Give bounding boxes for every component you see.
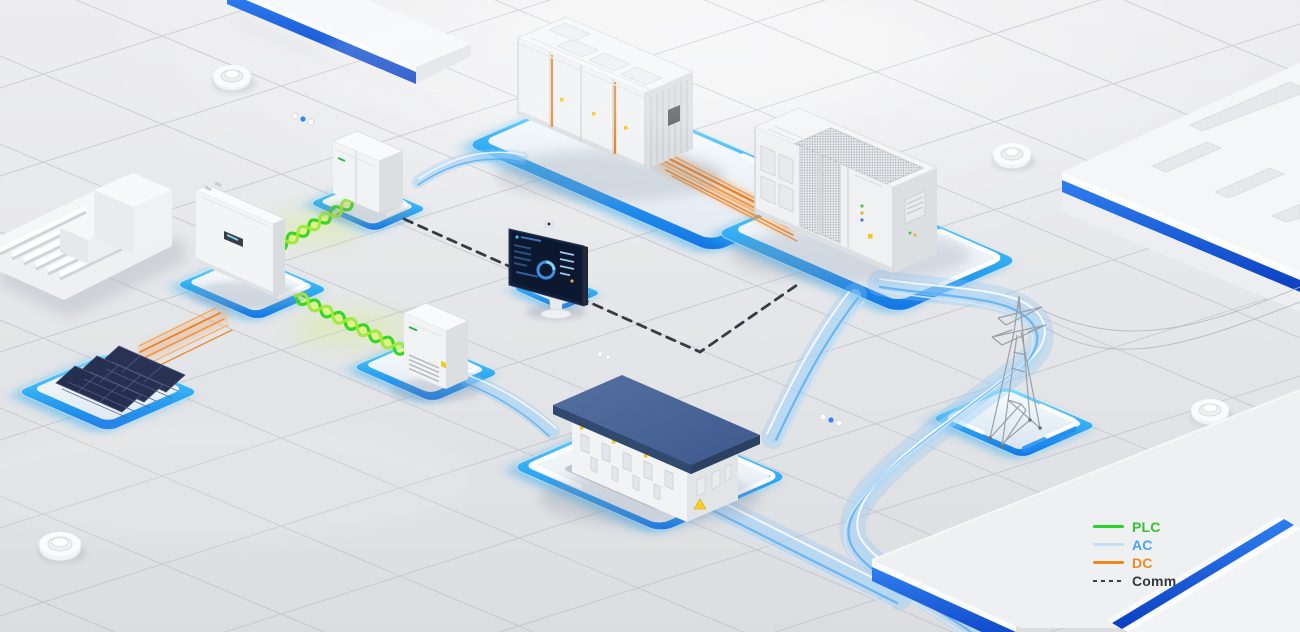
slab-top-right (1062, 63, 1300, 312)
pcs-container (730, 107, 970, 283)
disc-right-top (992, 143, 1036, 171)
legend-item-plc: PLC (1093, 518, 1176, 535)
legend-line-plc (1093, 525, 1124, 528)
legend-line-comm (1093, 579, 1124, 582)
ac-ribbon-box1-to-battery (411, 148, 529, 189)
building-roof (553, 375, 760, 474)
dc-flow-solar-to-inverter (138, 307, 233, 367)
light-blob-left (0, 420, 470, 540)
disc-bottom-left (38, 532, 86, 563)
legend-item-ac: AC (1093, 536, 1176, 553)
distribution-cabinet (391, 302, 481, 402)
stepped-structure (0, 173, 185, 318)
monitor-ui (513, 235, 575, 283)
legend-line-dc (1093, 561, 1124, 564)
legend-label-comm: Comm (1132, 572, 1177, 589)
pcs-end-vent (904, 190, 926, 237)
solar-row (55, 345, 186, 413)
legend-label-plc: PLC (1132, 518, 1161, 535)
slab-grooves (1150, 81, 1300, 223)
tower-wires (1041, 286, 1300, 350)
legend-item-dc: DC (1093, 554, 1176, 571)
ac-ribbon-pcs-to-building (761, 283, 867, 449)
transformer-cabinet (321, 130, 411, 224)
string-inverter (190, 181, 300, 309)
dots-cluster-2 (819, 413, 843, 427)
transmission-tower (988, 286, 1300, 448)
warning-triangle (693, 498, 707, 510)
building-windows-right (696, 463, 732, 497)
dots-cluster-1 (291, 112, 315, 126)
comm-line (402, 217, 799, 354)
legend-label-ac: AC (1132, 536, 1153, 553)
legend-label-dc: DC (1132, 554, 1153, 571)
building-windows-front (580, 433, 674, 501)
disc-top-left (212, 65, 256, 93)
ac-ribbon-box2-to-building (460, 372, 560, 440)
light-blob-top (320, 0, 960, 130)
substation-building (540, 375, 760, 526)
legend-item-comm: Comm (1093, 572, 1177, 589)
pcs-right-door (847, 166, 884, 248)
monitoring-workstation (508, 221, 588, 320)
inverter-badge (224, 231, 243, 247)
legend-line-ac (1093, 543, 1124, 546)
solar-array (55, 345, 186, 419)
plc-coil-inverter-to-box2 (290, 292, 410, 356)
pcs-mesh-doors (799, 144, 841, 244)
monitor-screen (508, 221, 588, 307)
legend: PLC AC DC Comm (1093, 518, 1177, 589)
dots-cluster-3 (596, 350, 611, 360)
pcs-left-panels (760, 145, 794, 213)
slab-bottom-right-upper (1107, 516, 1300, 632)
